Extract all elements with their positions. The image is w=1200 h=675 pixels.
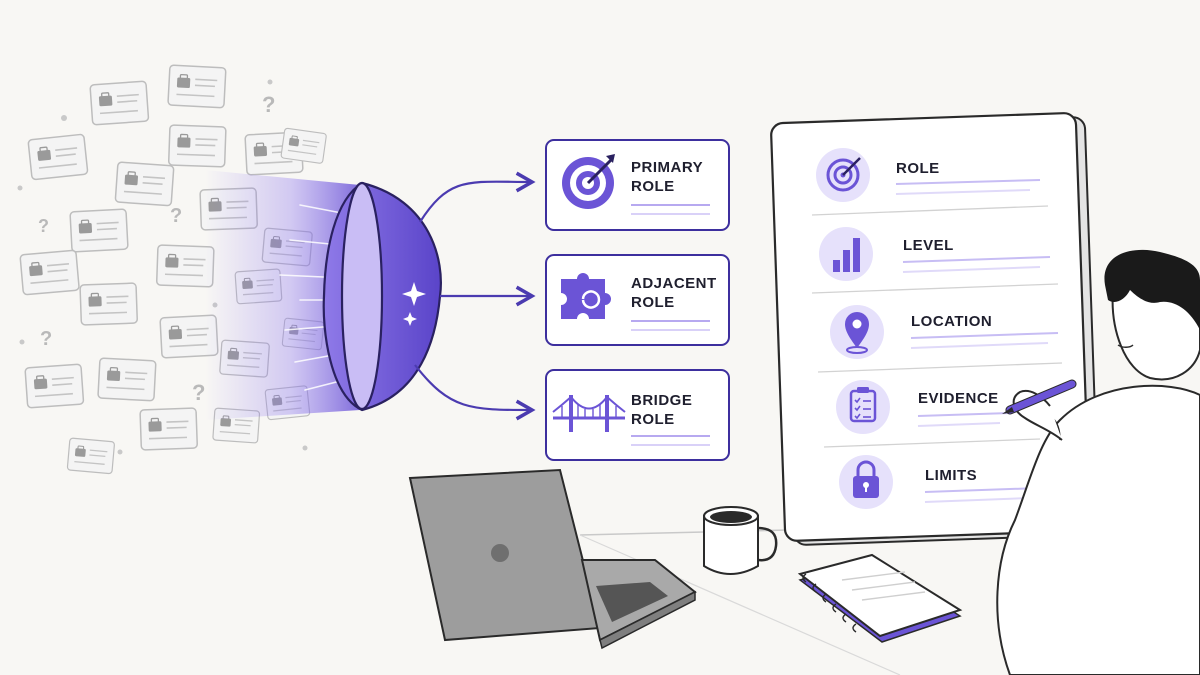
- role-option-title: PRIMARY: [631, 159, 703, 176]
- clipboard-checklist-icon: [849, 387, 877, 423]
- question-mark: ?: [170, 205, 182, 227]
- job-card: [24, 363, 85, 409]
- profile-section-label: EVIDENCE: [918, 390, 999, 407]
- profile-section-role: ROLE: [811, 148, 1049, 216]
- focus-lens-icon: [322, 181, 442, 412]
- role-option-subtitle: ROLE: [631, 294, 675, 311]
- sparkle-icon: [403, 312, 417, 326]
- job-card: [27, 133, 89, 181]
- profile-section-label: LIMITS: [925, 467, 977, 484]
- profile-board: ROLE LEVEL LOCATIO: [770, 112, 1100, 546]
- arrow-to-primary-role: [419, 171, 536, 223]
- question-mark: ?: [192, 380, 205, 405]
- profile-section-label: LOCATION: [911, 313, 992, 330]
- puzzle-icon: [561, 273, 611, 319]
- uncertainty-marks: ? ? ? ? ?: [38, 92, 275, 405]
- question-mark: ?: [40, 328, 52, 350]
- job-card: [69, 208, 129, 253]
- output-arrows: [414, 171, 536, 421]
- target-icon: [826, 157, 861, 192]
- profile-section-evidence: EVIDENCE: [823, 380, 1041, 448]
- job-card: [114, 161, 175, 207]
- job-card: [89, 80, 150, 126]
- person-writing: [996, 249, 1200, 675]
- coffee-mug: [703, 506, 778, 575]
- arrow-to-bridge-role: [414, 364, 536, 421]
- job-card: [139, 407, 199, 451]
- role-option-subtitle: ROLE: [631, 178, 675, 195]
- role-option-adjacent: ADJACENT ROLE: [545, 254, 730, 346]
- job-card: [167, 124, 227, 168]
- role-option-title: ADJACENT: [631, 275, 717, 292]
- lock-icon: [853, 460, 879, 498]
- profile-section-label: LEVEL: [903, 237, 954, 254]
- laptop-logo-icon: [491, 544, 509, 562]
- question-mark: ?: [38, 216, 49, 236]
- pen-icon: [1002, 379, 1077, 415]
- job-card: [79, 282, 139, 326]
- sparkle-icon: [402, 282, 426, 306]
- job-card: [66, 437, 116, 475]
- role-option-subtitle: ROLE: [631, 411, 675, 428]
- job-card: [97, 357, 157, 402]
- target-icon: [562, 154, 615, 209]
- notebook: [797, 553, 963, 643]
- job-card: [167, 64, 227, 109]
- location-pin-icon: [845, 312, 869, 354]
- job-card: [19, 249, 81, 296]
- role-option-title: BRIDGE: [631, 392, 692, 409]
- role-option-bridge: BRIDGE ROLE: [545, 369, 730, 461]
- profile-section-label: ROLE: [896, 160, 940, 177]
- bar-chart-icon: [833, 238, 860, 272]
- profile-section-location: LOCATION: [817, 305, 1063, 373]
- hair: [1104, 249, 1200, 330]
- job-card: [280, 127, 328, 165]
- role-option-primary: PRIMARY ROLE: [545, 139, 730, 231]
- profile-section-limits: LIMITS: [839, 455, 1041, 509]
- question-mark: ?: [262, 92, 275, 117]
- job-posting-cloud: [17, 64, 328, 475]
- profile-section-level: LEVEL: [811, 227, 1059, 294]
- laptop: [408, 468, 697, 650]
- bridge-icon: [552, 395, 626, 432]
